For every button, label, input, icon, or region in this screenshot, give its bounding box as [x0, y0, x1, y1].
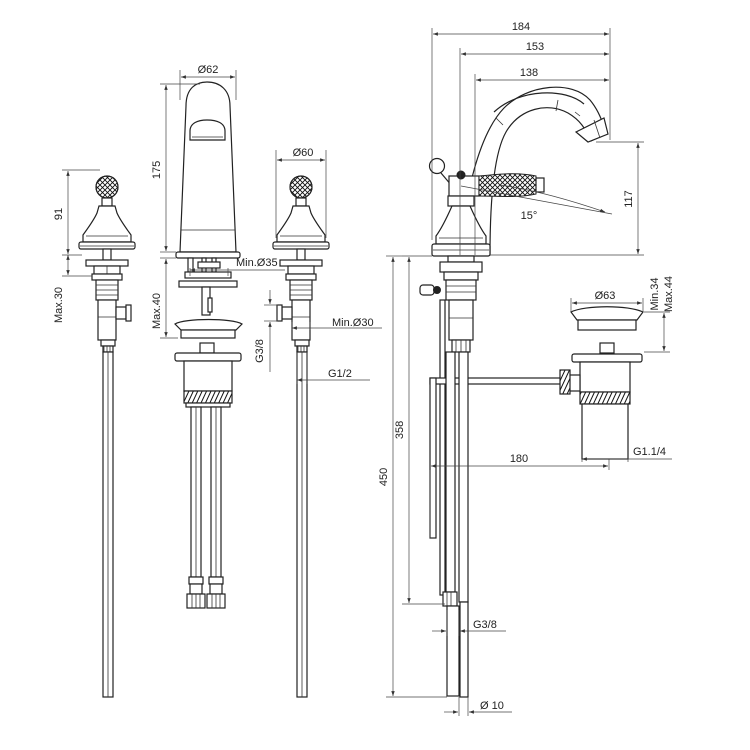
- dim-min30-label: Min.Ø30: [332, 317, 374, 329]
- dim-175-label: 175: [151, 161, 163, 179]
- dim-91-label: 91: [53, 208, 65, 220]
- dim-g12-label: G1/2: [328, 368, 352, 380]
- dim-117-label: 117: [623, 190, 635, 208]
- spout-front-view: Ø62 175 Max.40 Min.Ø35: [151, 64, 285, 609]
- dim-d10-label: Ø 10: [480, 700, 504, 712]
- dim-min35-label: Min.Ø35: [236, 257, 278, 269]
- faucet-side-view: 184 153 138 117 15° 358 450 180: [378, 21, 644, 716]
- dim-184-label: 184: [512, 21, 530, 33]
- dim-max44-label: Max.44: [663, 276, 675, 312]
- dim-d62-label: Ø62: [198, 64, 219, 76]
- dim-153-label: 153: [526, 41, 544, 53]
- dim-180-label: 180: [510, 453, 528, 465]
- dim-d63-label: Ø63: [595, 290, 616, 302]
- dim-15deg-label: 15°: [521, 210, 538, 222]
- dim-358-label: 358: [394, 421, 406, 439]
- dim-min34-label: Min.34: [649, 277, 661, 310]
- dim-d60-label: Ø60: [293, 147, 314, 159]
- dim-450-label: 450: [378, 468, 390, 486]
- left-handle-front-view: 91 Max.30: [53, 169, 136, 698]
- dim-138-label: 138: [520, 67, 538, 79]
- dim-g114-label: G1.1/4: [633, 446, 666, 458]
- dim-g38-bottom-label: G3/8: [473, 619, 497, 631]
- dim-max30-label: Max.30: [53, 287, 65, 323]
- right-handle-front-view: Ø60 Min.Ø30 G3/8 G1/2: [254, 147, 382, 698]
- drain-detail-view: Ø63 Min.34 Max.44 G1.1/4: [559, 276, 675, 462]
- dim-g38-side-label: G3/8: [254, 339, 266, 363]
- dim-max40-label: Max.40: [151, 293, 163, 329]
